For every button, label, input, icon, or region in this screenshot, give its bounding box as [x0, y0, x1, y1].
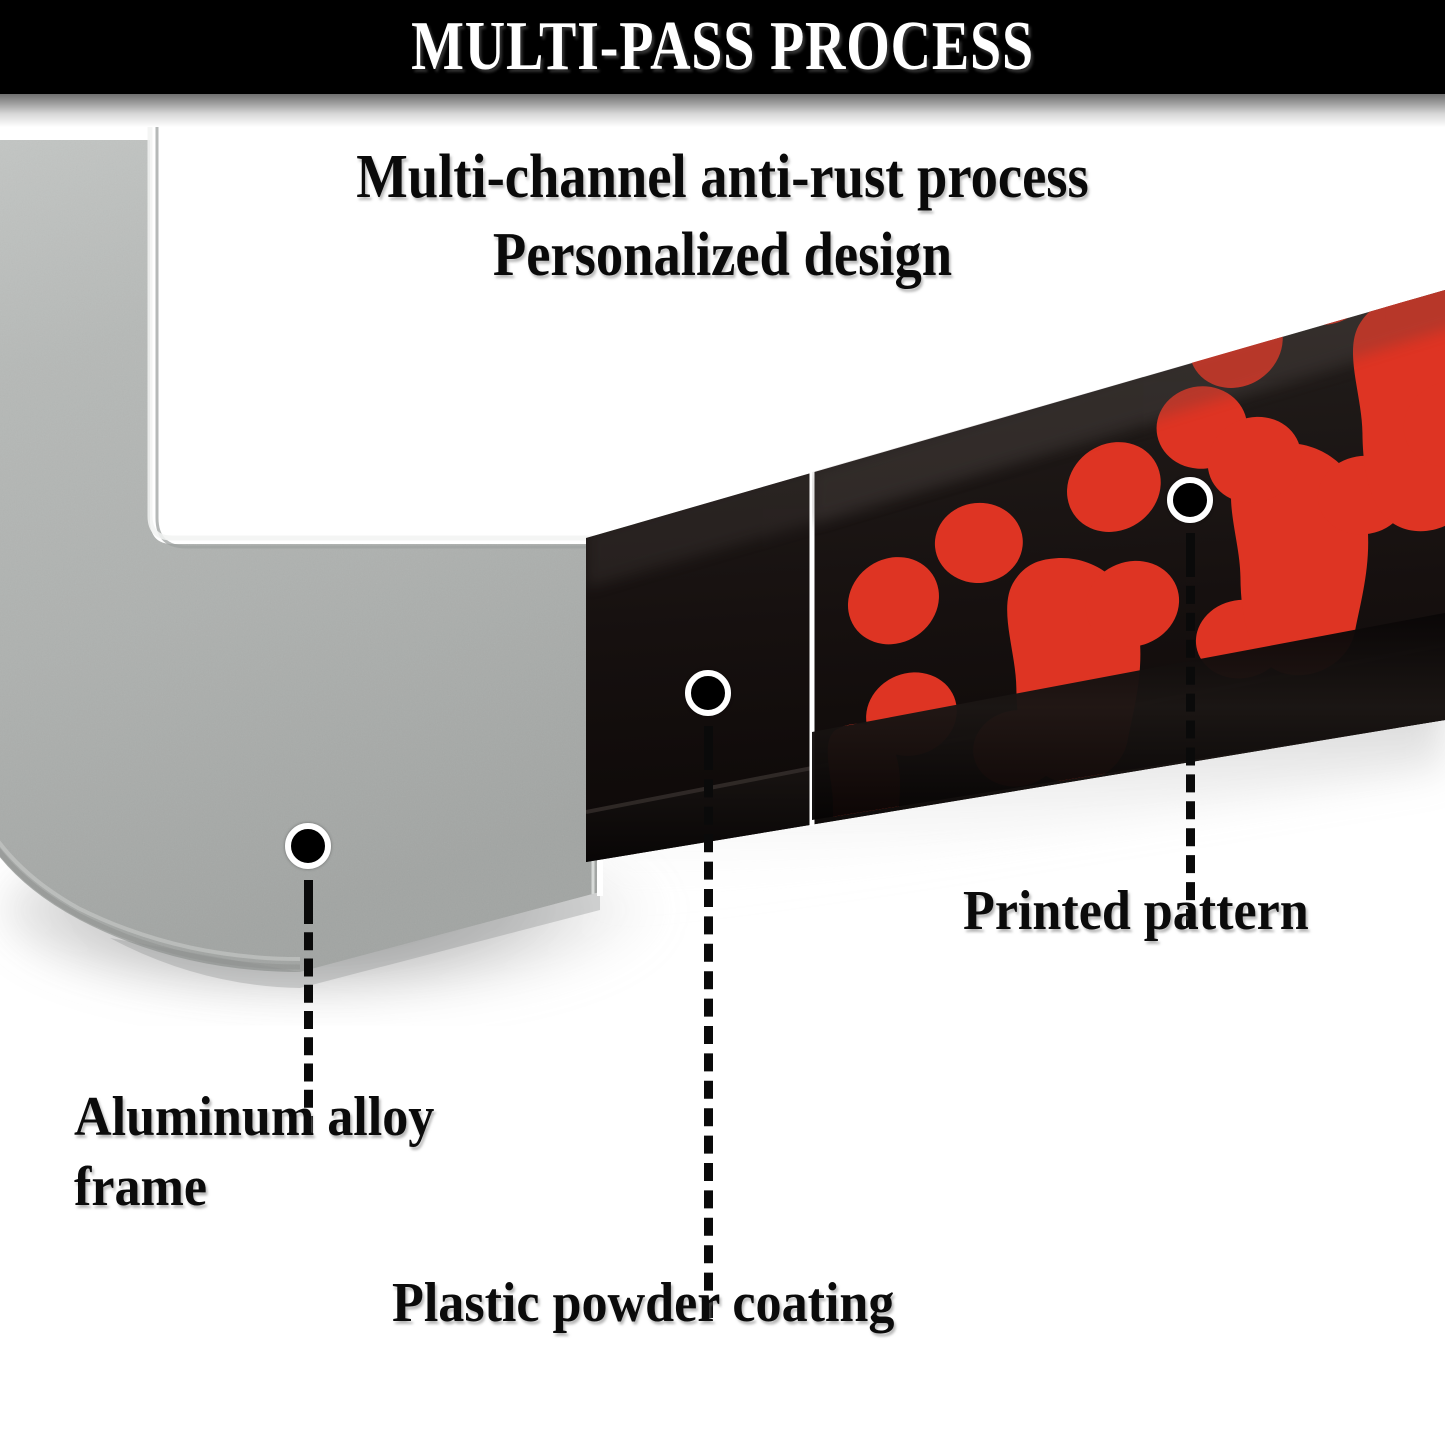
aluminum-frame-section	[0, 120, 600, 988]
callout-dot-coating[interactable]	[685, 670, 731, 716]
callout-dot-pattern[interactable]	[1167, 477, 1213, 523]
opening-inner-highlight	[147, 120, 600, 541]
callout-line-aluminum	[304, 906, 313, 1134]
callout-line-coating	[704, 752, 713, 1318]
license-plate-frame-illustration	[0, 120, 1445, 1006]
header-fade-gradient	[0, 93, 1445, 127]
product-photo	[0, 120, 1445, 1060]
callout-stem-coating	[704, 726, 713, 756]
callout-label-aluminum: Aluminum alloy frame	[74, 1086, 435, 1218]
header-banner: MULTI-PASS PROCESS	[0, 0, 1445, 94]
pattern-bottom-bevel	[812, 610, 1445, 820]
callout-line-pattern	[1186, 559, 1195, 927]
callout-stem-pattern	[1186, 533, 1195, 563]
callout-dot-aluminum[interactable]	[285, 823, 331, 869]
plate-opening	[150, 120, 600, 540]
pattern-sheen	[812, 290, 1445, 524]
page-title: MULTI-PASS PROCESS	[411, 8, 1034, 85]
frame-corner-bevel-light	[0, 840, 301, 961]
frame-corner-bevel	[0, 847, 301, 970]
callout-label-pattern: Printed pattern	[963, 880, 1309, 942]
callout-stem-aluminum	[304, 880, 313, 910]
callout-label-coating: Plastic powder coating	[392, 1272, 895, 1334]
frame-front-shade	[110, 892, 600, 988]
